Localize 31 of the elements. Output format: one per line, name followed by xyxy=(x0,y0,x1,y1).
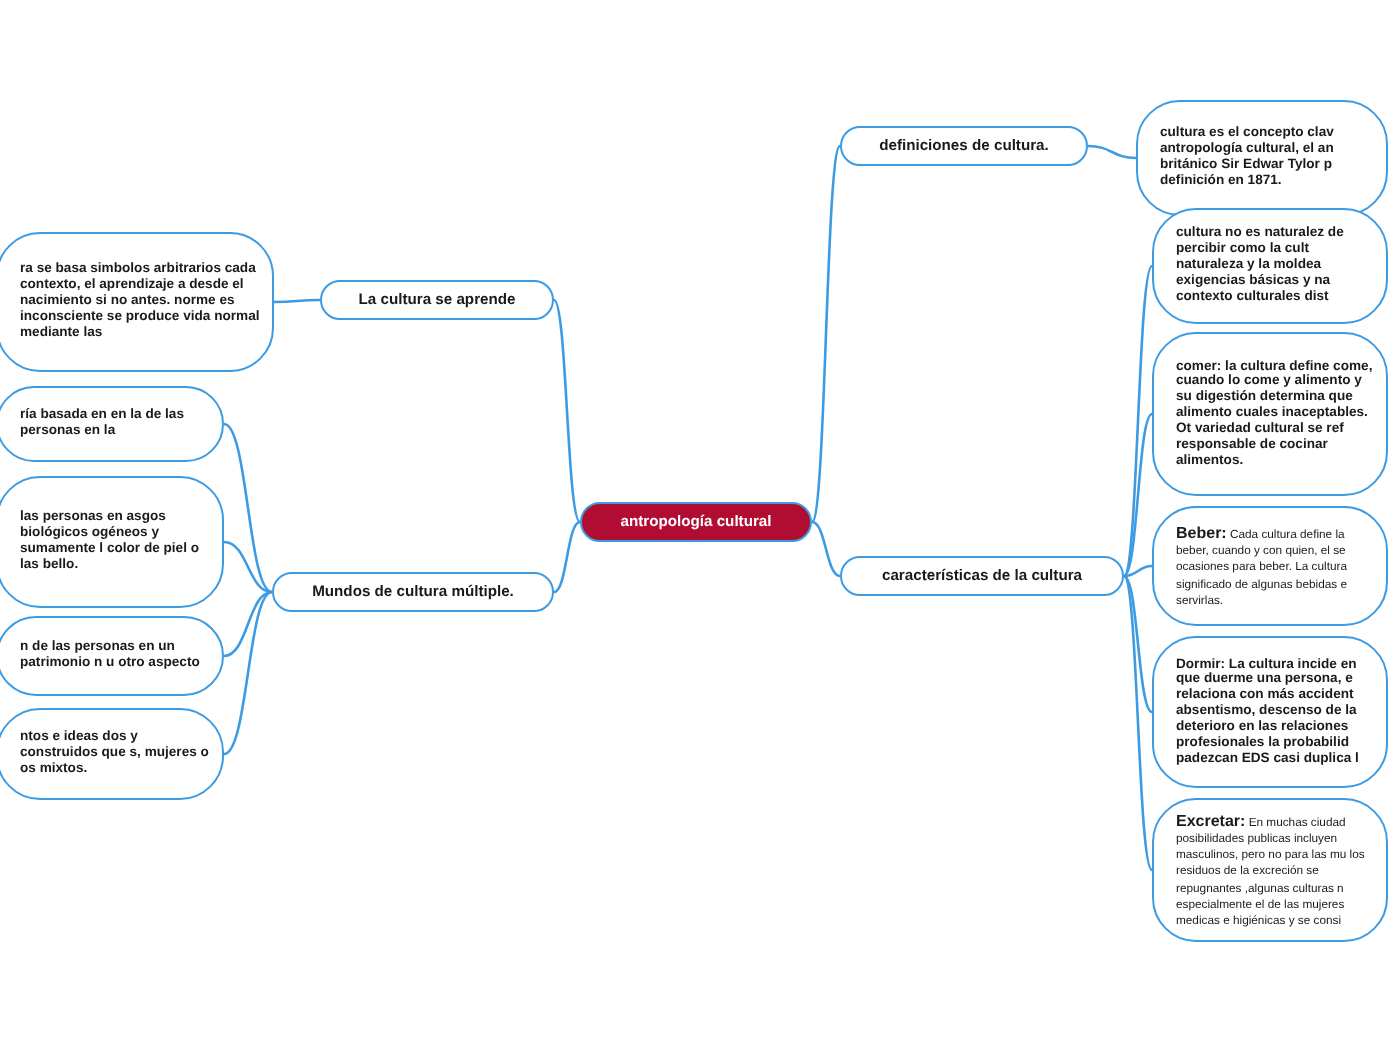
connector-line xyxy=(223,540,273,594)
connector-line xyxy=(1087,144,1137,160)
central-topic-box xyxy=(580,502,812,542)
note-box xyxy=(1152,332,1388,496)
note-box xyxy=(1152,798,1388,942)
connector-line xyxy=(553,520,581,594)
note-box xyxy=(0,476,224,608)
note-box xyxy=(0,708,224,800)
connector-line xyxy=(1123,564,1153,578)
connector-line xyxy=(274,298,320,304)
topic-box xyxy=(840,126,1088,166)
connector-line xyxy=(552,299,582,523)
connector-line xyxy=(811,520,841,578)
connector-line xyxy=(1122,575,1154,871)
connector-line xyxy=(1123,413,1153,577)
connector-line xyxy=(810,145,842,523)
note-box xyxy=(1152,506,1388,626)
topic-box xyxy=(840,556,1124,596)
connector-line xyxy=(1122,265,1154,577)
topic-box xyxy=(272,572,554,612)
connector-line xyxy=(223,590,273,658)
connector-line xyxy=(223,422,273,594)
note-box xyxy=(0,386,224,462)
note-box xyxy=(0,232,274,372)
connector-line xyxy=(1123,575,1153,713)
topic-box xyxy=(320,280,554,320)
note-box xyxy=(0,616,224,696)
connector-line xyxy=(223,590,273,756)
note-box xyxy=(1152,636,1388,788)
note-box xyxy=(1136,100,1388,216)
note-box xyxy=(1152,208,1388,324)
